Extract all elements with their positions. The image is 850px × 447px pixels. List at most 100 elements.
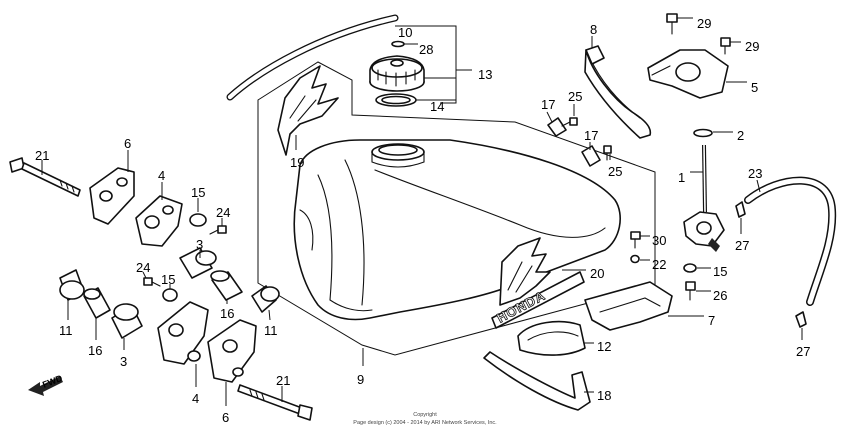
decal-detail: [289, 95, 317, 122]
cap-gasket[interactable]: [375, 93, 417, 107]
bolt-29-b[interactable]: [720, 37, 731, 55]
collar-16-right[interactable]: [210, 270, 243, 301]
callout-26: 26: [713, 288, 727, 303]
leader-lines: [41, 17, 803, 406]
clip-17-a[interactable]: [547, 117, 567, 137]
callout-30: 30: [652, 233, 666, 248]
bracket-hole: [144, 215, 160, 229]
callout-25: 25: [608, 164, 622, 179]
collar-16-left[interactable]: [83, 287, 111, 319]
fuel-tank[interactable]: [293, 139, 621, 321]
rubber-band[interactable]: [483, 351, 591, 411]
callout-8: 8: [590, 22, 597, 37]
callout-27: 27: [796, 344, 810, 359]
callout-17: 17: [584, 128, 598, 143]
breather-tube[interactable]: [226, 14, 399, 101]
bracket-hole: [116, 177, 128, 187]
callout-29: 29: [697, 16, 711, 31]
callout-15: 15: [161, 272, 175, 287]
bracket-hole: [232, 367, 244, 377]
callout-16: 16: [220, 306, 234, 321]
screw-24-a[interactable]: [209, 225, 227, 235]
bracket-hole: [222, 339, 238, 353]
screw-30[interactable]: [630, 231, 641, 249]
tank-cushion[interactable]: [517, 320, 586, 356]
cap-washer[interactable]: [391, 40, 405, 48]
tank-strap[interactable]: [584, 45, 652, 139]
callout-22: 22: [652, 257, 666, 272]
callout-29: 29: [745, 39, 759, 54]
valve-gasket[interactable]: [693, 128, 713, 138]
callout-9: 9: [357, 372, 364, 387]
callout-19: 19: [290, 155, 304, 170]
grommet-11-right[interactable]: [251, 285, 280, 313]
callout-10: 10: [398, 25, 412, 40]
washer-15-b[interactable]: [162, 288, 178, 302]
callout-21: 21: [276, 373, 290, 388]
callout-15: 15: [191, 185, 205, 200]
callout-17: 17: [541, 97, 555, 112]
callout-20: 20: [590, 266, 604, 281]
screw-25-b[interactable]: [603, 145, 612, 161]
callout-3: 3: [196, 237, 203, 252]
washer-15-c[interactable]: [683, 263, 697, 273]
callout-13: 13: [478, 67, 492, 82]
emblem-decal[interactable]: [277, 65, 339, 156]
hose-clip-27-a[interactable]: [735, 201, 746, 218]
bracket-hole: [99, 190, 113, 202]
callout-18: 18: [597, 388, 611, 403]
bracket-hole: [162, 205, 174, 215]
clip-17-b[interactable]: [581, 145, 601, 167]
bolt-21-upper[interactable]: [9, 157, 81, 197]
collar-3-upper[interactable]: [179, 247, 217, 279]
screw-25-a[interactable]: [561, 117, 578, 127]
copyright-notice: Page design (c) 2004 - 2014 by ARI Netwo…: [353, 420, 497, 426]
plate-ridge: [599, 297, 661, 313]
callout-23: 23: [748, 166, 762, 181]
protector-plate[interactable]: [584, 281, 673, 331]
callout-6: 6: [124, 136, 131, 151]
setting-plate[interactable]: [647, 49, 729, 99]
callout-21: 21: [35, 148, 49, 163]
bracket-hole: [187, 350, 201, 362]
bracket-hole: [168, 323, 184, 337]
screw-24-b[interactable]: [143, 277, 161, 287]
hose-clip-27-b[interactable]: [795, 311, 807, 328]
callout-6: 6: [222, 410, 229, 425]
fuel-cap[interactable]: [369, 55, 425, 92]
washer-22[interactable]: [630, 254, 640, 264]
callout-14: 14: [430, 99, 444, 114]
callout-5: 5: [751, 80, 758, 95]
bolt-26[interactable]: [685, 281, 696, 301]
bolt-29-a[interactable]: [666, 13, 678, 35]
grommet-11-left[interactable]: [59, 269, 85, 301]
callout-24: 24: [216, 205, 230, 220]
fuel-valve[interactable]: [683, 144, 725, 252]
callout-24: 24: [136, 260, 150, 275]
callout-11: 11: [59, 323, 73, 338]
callout-16: 16: [88, 343, 102, 358]
bolt-21-lower[interactable]: [237, 384, 313, 421]
callout-2: 2: [737, 128, 744, 143]
callout-4: 4: [158, 168, 165, 183]
callout-12: 12: [597, 339, 611, 354]
callout-1: 1: [678, 170, 685, 185]
collar-3-lower[interactable]: [111, 303, 143, 339]
callout-4: 4: [192, 391, 199, 406]
washer-15-a[interactable]: [189, 213, 207, 227]
copyright-title: Copyright: [413, 412, 437, 418]
callout-28: 28: [419, 42, 433, 57]
callout-7: 7: [708, 313, 715, 328]
fuel-line[interactable]: [744, 176, 837, 306]
assembly-outline: [257, 61, 656, 356]
callout-15: 15: [713, 264, 727, 279]
callout-11: 11: [264, 323, 278, 338]
forward-arrow-icon: [28, 376, 63, 396]
callout-27: 27: [735, 238, 749, 253]
fwd-label: FWD: [41, 373, 64, 390]
callout-3: 3: [120, 354, 127, 369]
callout-25: 25: [568, 89, 582, 104]
